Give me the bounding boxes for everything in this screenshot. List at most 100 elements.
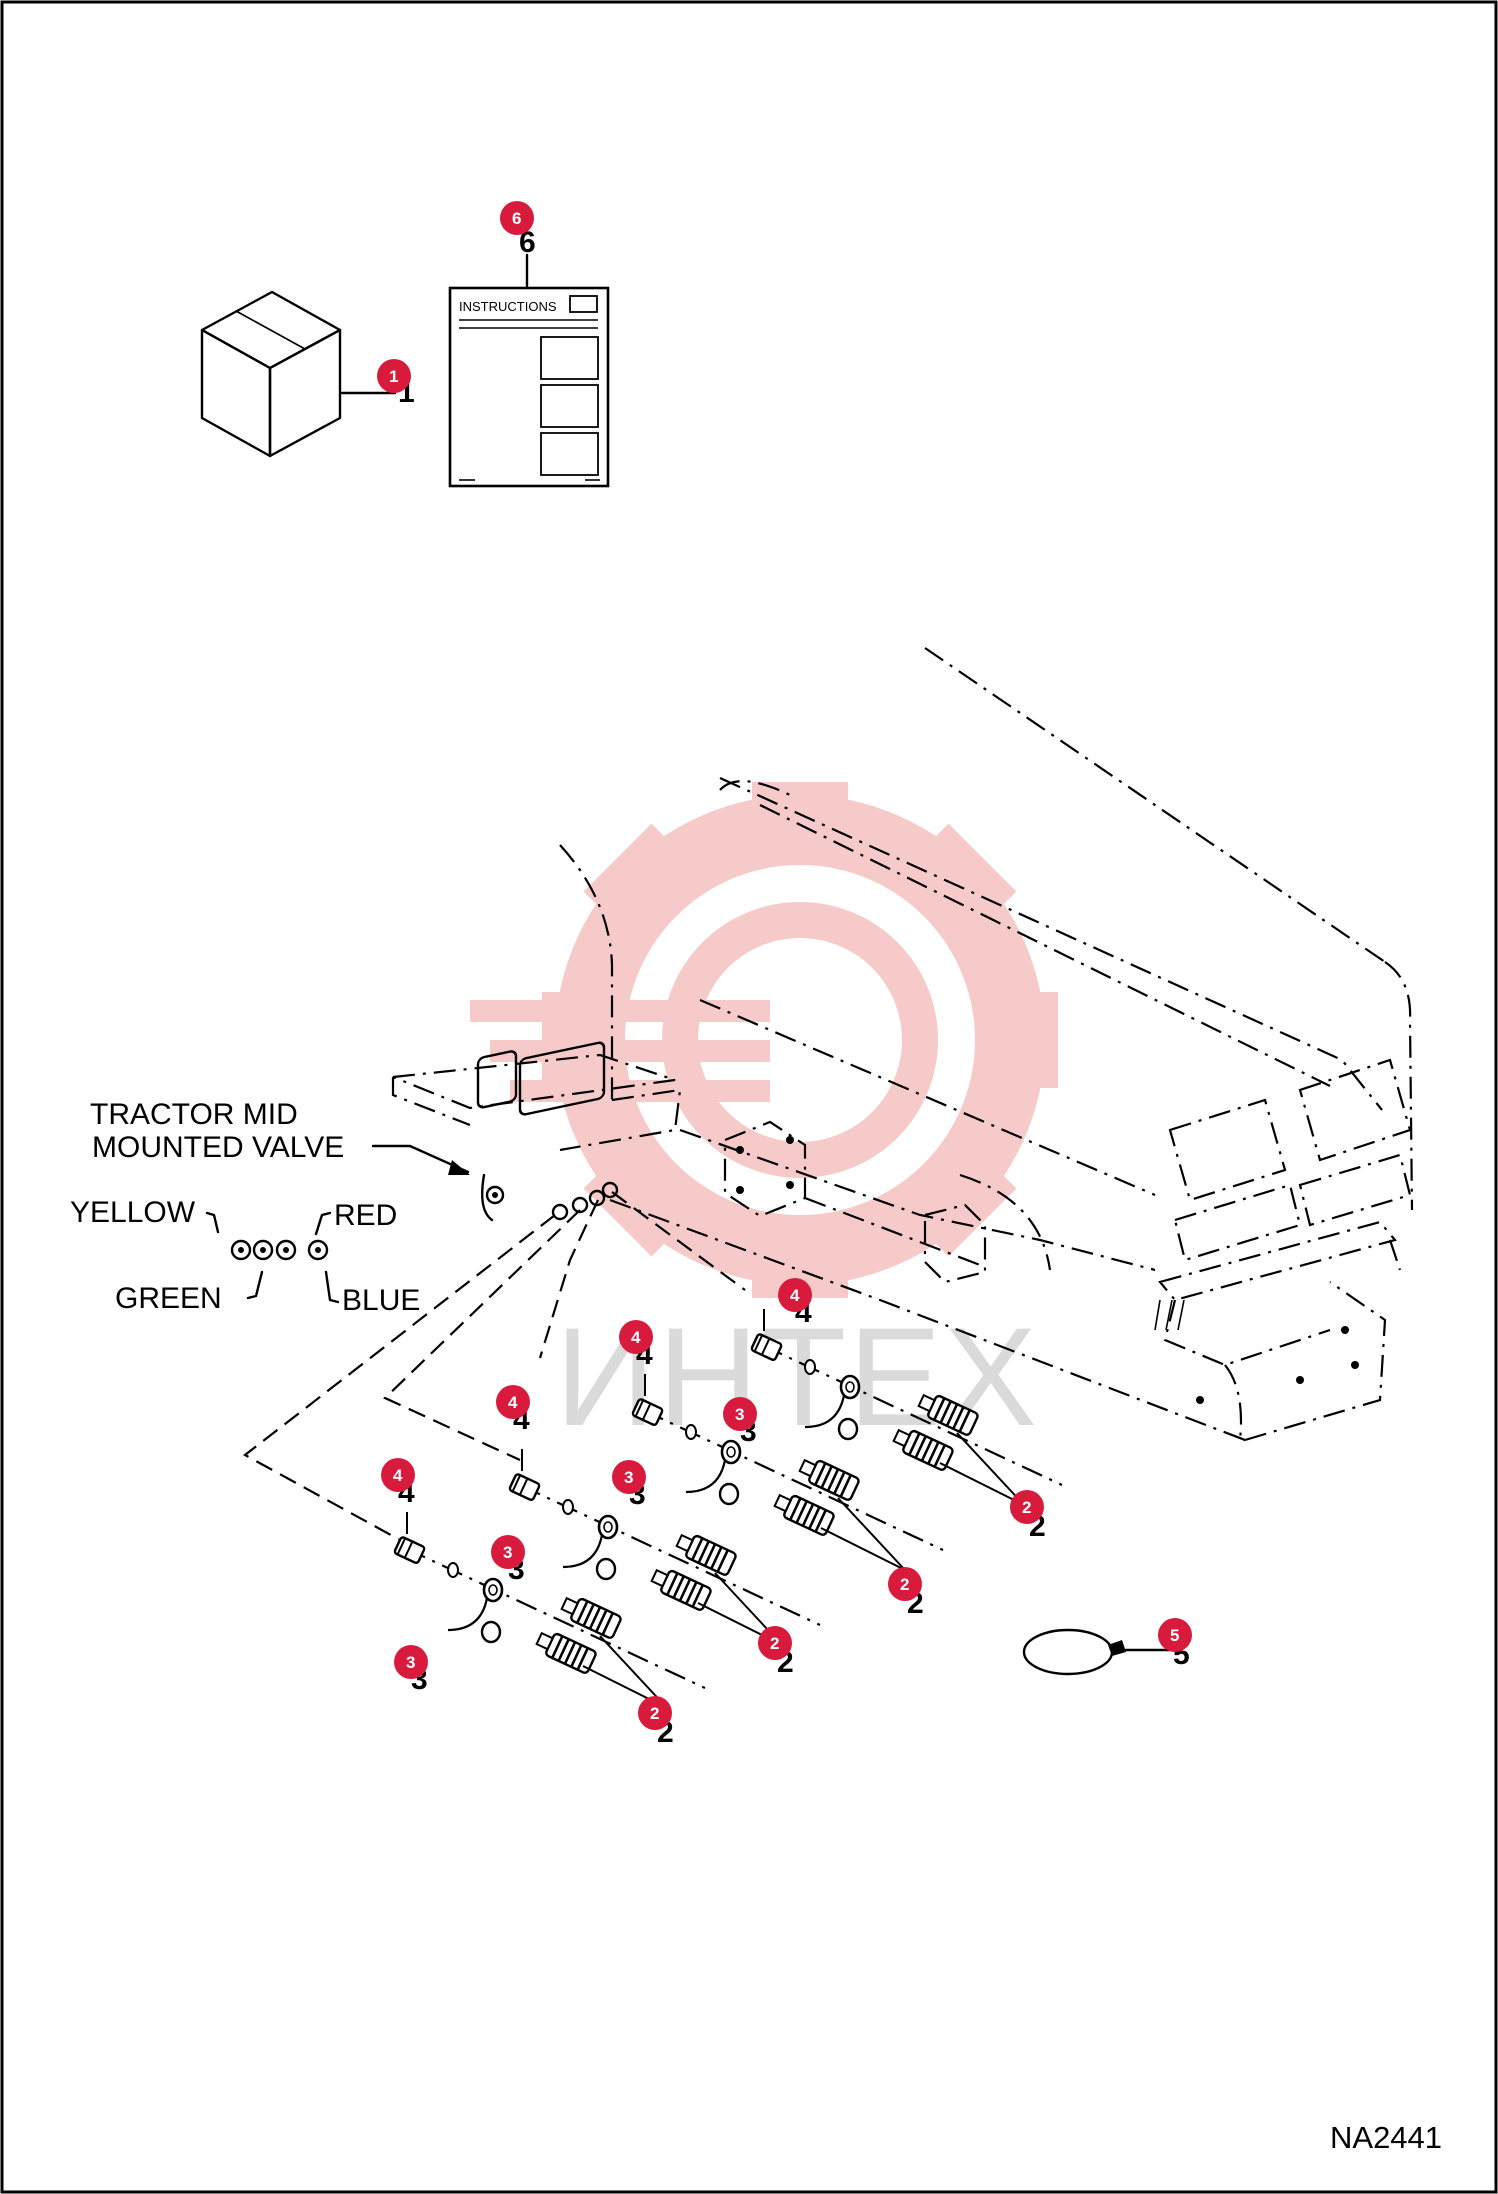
callout-6[interactable]: 6 6 xyxy=(500,201,536,259)
quick-coupler xyxy=(798,1458,860,1501)
leader-2 xyxy=(820,1497,906,1571)
coupler-part xyxy=(945,1403,959,1427)
callout-4-row4[interactable]: 4 4 xyxy=(381,1458,415,1509)
sheet-logo-box xyxy=(569,295,598,313)
hose-routes xyxy=(242,1191,746,1541)
dust-cap xyxy=(597,1514,619,1540)
coupler-part xyxy=(839,1474,852,1498)
coupler-part xyxy=(939,1400,952,1424)
coupler-part xyxy=(814,1462,827,1486)
callout-4-row3[interactable]: 4 4 xyxy=(496,1385,530,1436)
callout-4-row1[interactable]: 4 4 xyxy=(778,1278,812,1329)
coupler-part xyxy=(582,1603,595,1627)
coupler-part xyxy=(710,1546,723,1570)
svg-text:4: 4 xyxy=(790,1286,800,1305)
coupler-part xyxy=(703,1543,717,1567)
coupler-part xyxy=(551,1635,564,1659)
instructions-title: INSTRUCTIONS xyxy=(459,299,557,314)
coupler-part xyxy=(588,1606,602,1630)
adapter-hex xyxy=(397,1538,406,1554)
o-ring xyxy=(685,1424,697,1440)
carton-box xyxy=(200,290,342,458)
adapter-hex xyxy=(642,1404,651,1420)
sheet-figure xyxy=(540,384,599,428)
svg-text:3: 3 xyxy=(735,1405,744,1424)
coupler-part xyxy=(691,1584,704,1608)
callout-2-row2[interactable]: 2 2 xyxy=(888,1567,924,1620)
coupler-part xyxy=(820,1465,833,1489)
callout-2-row4[interactable]: 2 2 xyxy=(638,1696,674,1749)
coupler-part xyxy=(570,1644,583,1668)
dust-cap-ring xyxy=(837,1417,859,1441)
dust-cap-strap xyxy=(562,1534,604,1569)
coupler-part xyxy=(808,1506,821,1530)
callout-3-row1[interactable]: 3 3 xyxy=(723,1397,757,1448)
adapter-hex xyxy=(404,1542,413,1558)
coupler-part xyxy=(920,1438,934,1462)
quick-coupler xyxy=(560,1596,622,1639)
wm-speed-line xyxy=(470,1000,770,1022)
coupler-part xyxy=(685,1581,698,1605)
drawing-code: NA2441 xyxy=(1330,2120,1442,2155)
sheet-figure xyxy=(540,432,599,476)
coupler-part xyxy=(535,1631,554,1651)
coupler-part xyxy=(798,1458,817,1478)
instructions-sheet: INSTRUCTIONS xyxy=(448,286,610,488)
callout-3-row4[interactable]: 3 3 xyxy=(394,1645,428,1696)
quick-coupler xyxy=(650,1568,712,1611)
svg-text:4: 4 xyxy=(393,1466,403,1485)
mid-mounted-valve xyxy=(476,1041,619,1222)
callout-3-row2[interactable]: 3 3 xyxy=(612,1460,646,1511)
sheet-figure xyxy=(540,336,599,380)
dust-cap-inner xyxy=(488,1584,498,1596)
coupler-part xyxy=(933,1444,946,1468)
callout-1[interactable]: 1 1 xyxy=(377,359,415,409)
cable-tie xyxy=(1022,1628,1126,1676)
coupler-part xyxy=(601,1612,614,1636)
dust-cap xyxy=(720,1439,742,1465)
coupler-part xyxy=(958,1409,971,1433)
watermark-logo xyxy=(470,782,1058,1298)
leader-valve xyxy=(371,1144,470,1174)
label-tractor-mid: TRACTOR MID xyxy=(90,1098,298,1131)
adapter-hex xyxy=(635,1400,644,1416)
svg-text:2: 2 xyxy=(650,1704,659,1723)
wm-speed-line xyxy=(510,1080,770,1102)
o-ring xyxy=(447,1562,459,1578)
coupler-part xyxy=(789,1497,802,1521)
dust-cap-inner xyxy=(845,1381,855,1393)
svg-text:2: 2 xyxy=(900,1575,909,1594)
callout-3-row3[interactable]: 3 3 xyxy=(491,1535,525,1586)
callout-5[interactable]: 5 5 xyxy=(1158,1618,1192,1671)
dust-cap-inner xyxy=(726,1446,736,1458)
svg-text:4: 4 xyxy=(508,1393,518,1412)
quick-coupler xyxy=(675,1533,737,1576)
coupler-part xyxy=(795,1500,808,1524)
adapter-hex xyxy=(512,1475,521,1491)
coupler-part xyxy=(833,1471,846,1495)
callout-2-row1[interactable]: 2 2 xyxy=(1010,1490,1046,1543)
callout-2-row3[interactable]: 2 2 xyxy=(758,1626,794,1679)
label-green: GREEN xyxy=(115,1282,222,1315)
adapter-hex xyxy=(519,1479,528,1495)
svg-text:3: 3 xyxy=(503,1543,512,1562)
dust-cap xyxy=(839,1374,861,1400)
quick-coupler xyxy=(773,1493,835,1536)
coupler-part xyxy=(892,1428,911,1448)
coupler-part xyxy=(814,1509,827,1533)
o-ring xyxy=(562,1499,574,1515)
coupler-part xyxy=(650,1568,669,1588)
coupler-part xyxy=(678,1578,692,1602)
adapter-hex xyxy=(754,1335,763,1351)
callout-4-row2[interactable]: 4 4 xyxy=(619,1320,653,1371)
adapter-hex xyxy=(761,1339,770,1355)
quick-coupler xyxy=(535,1631,597,1674)
dust-cap-ring xyxy=(718,1482,740,1506)
dust-cap-ring xyxy=(480,1620,502,1644)
coupler-part xyxy=(716,1549,729,1573)
coupler-part xyxy=(595,1609,608,1633)
coupler-part xyxy=(557,1638,570,1662)
dust-cap-strap xyxy=(685,1459,727,1494)
label-blue: BLUE xyxy=(342,1284,420,1317)
